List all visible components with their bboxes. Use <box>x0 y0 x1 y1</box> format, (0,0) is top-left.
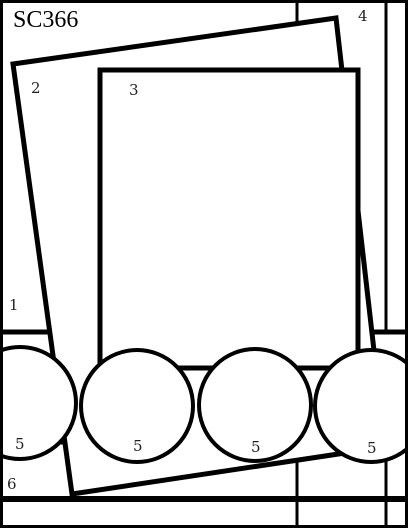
label-circle-5-b: 5 <box>133 437 143 455</box>
label-circle-5-c: 5 <box>251 438 261 456</box>
label-layer-1: 1 <box>9 296 19 314</box>
label-layer-2: 2 <box>31 79 41 97</box>
circle-5-b <box>79 348 195 464</box>
circle-5-a <box>0 345 78 461</box>
label-circle-5-d: 5 <box>367 439 377 457</box>
label-layer-3: 3 <box>129 81 139 99</box>
bottom-stripe-6 <box>0 496 408 502</box>
label-layer-4: 4 <box>358 7 368 25</box>
photo-panel-3 <box>97 67 361 371</box>
circle-5-d <box>313 348 408 464</box>
label-layer-6: 6 <box>7 475 17 493</box>
circle-5-c <box>197 347 313 463</box>
sketch-title: SC366 <box>13 7 78 33</box>
label-circle-5-a: 5 <box>15 435 25 453</box>
